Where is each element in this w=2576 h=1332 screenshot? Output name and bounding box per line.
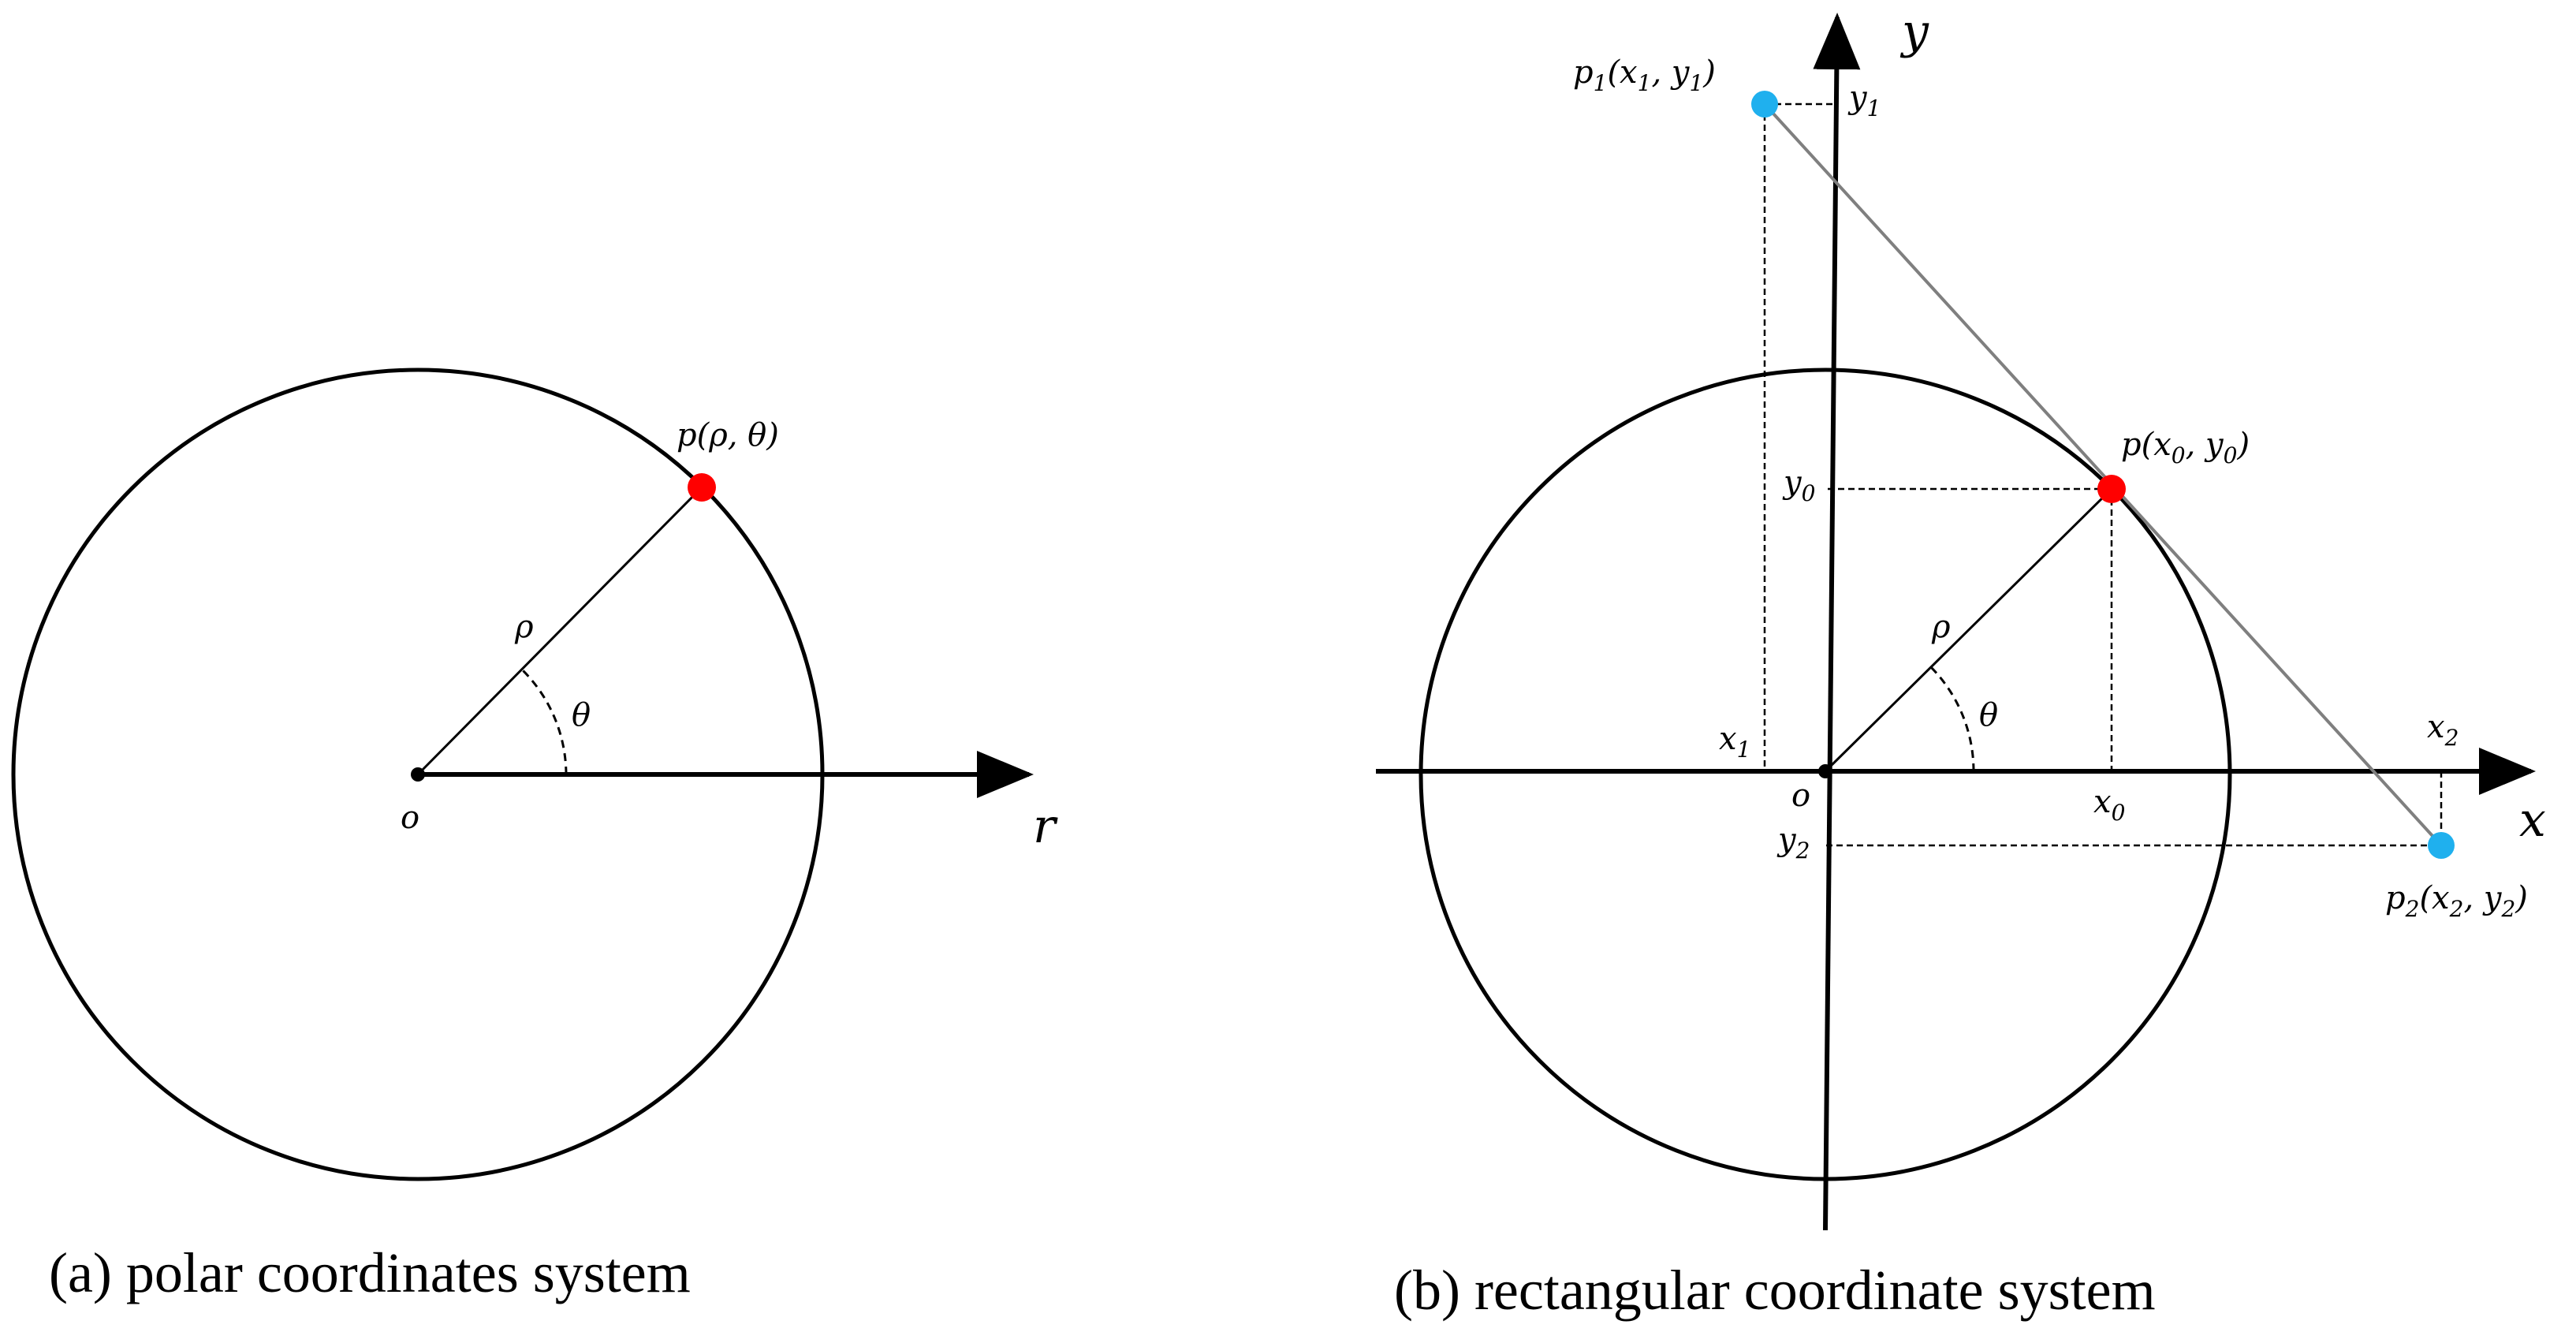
rect-angle-label: θ — [1979, 697, 1998, 733]
rect-x-axis-label: x — [2519, 793, 2546, 848]
rect-radius-label: ρ — [1931, 609, 1951, 645]
polar-r-axis-label: r — [1033, 799, 1058, 854]
tick-y1: y1 — [1847, 80, 1881, 121]
rect-angle-arc — [1929, 666, 1975, 772]
polar-point-label: p(ρ, θ) — [677, 417, 779, 453]
tangent-line — [1763, 103, 2443, 847]
tick-x0: x0 — [2093, 784, 2125, 826]
point-p1 — [1751, 91, 1778, 118]
polar-caption: (a) polar coordinates system — [49, 1241, 691, 1304]
point-p2 — [2428, 832, 2455, 859]
point-p0-label: p(x0, y0) — [2121, 427, 2250, 468]
tick-x2: x2 — [2427, 709, 2459, 751]
polar-angle-arc — [520, 668, 568, 775]
polar-panel: p(ρ, θ) ρ θ o r (a) polar coordinates sy… — [11, 368, 1058, 1304]
polar-angle-label: θ — [572, 697, 591, 733]
polar-origin-dot — [411, 767, 425, 782]
tick-y0: y0 — [1782, 465, 1815, 506]
rect-y-axis — [1813, 13, 1861, 1231]
point-p2-label: p2(x2, y2) — [2385, 880, 2528, 922]
polar-origin-label: o — [401, 800, 419, 836]
rect-caption: (b) rectangular coordinate system — [1394, 1259, 2156, 1322]
rectangular-panel: p(x0, y0) p1(x1, y1) p2(x2, y2) x0 y0 x1… — [1376, 4, 2546, 1322]
tick-y2: y2 — [1776, 822, 1810, 864]
polar-radius-label: ρ — [514, 609, 534, 645]
rect-radius-line — [1824, 487, 2113, 773]
rect-y-axis-label: y — [1899, 4, 1929, 59]
rect-origin-dot — [1818, 764, 1832, 778]
polar-point-p — [688, 473, 716, 502]
point-p1-label: p1(x1, y1) — [1573, 54, 1716, 96]
point-p0 — [2097, 475, 2126, 503]
polar-radius-line — [416, 486, 703, 776]
rect-origin-label: o — [1791, 778, 1810, 814]
tick-x1: x1 — [1719, 721, 1750, 763]
